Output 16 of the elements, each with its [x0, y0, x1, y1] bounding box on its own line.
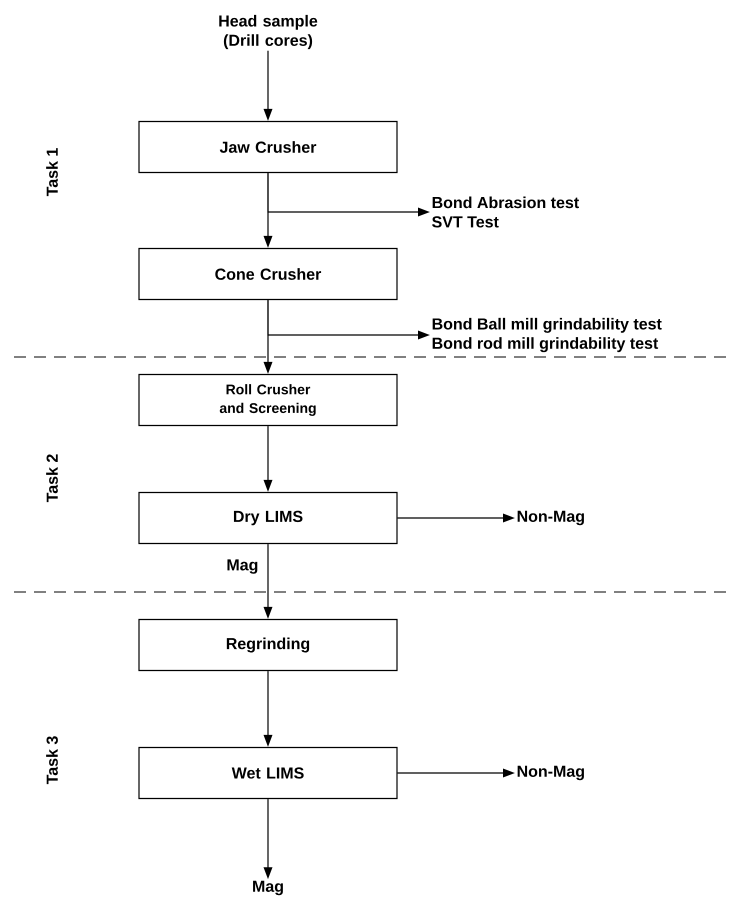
output-label: Bond Abrasion test SVT Test	[432, 196, 579, 228]
process-box: Regrinding	[138, 618, 398, 672]
edge-label: Mag	[225, 558, 260, 576]
stream-label: Head sample (Drill cores)	[219, 14, 318, 50]
process-box: Wet LIMS	[138, 746, 398, 800]
output-label: Non-Mag	[518, 766, 584, 780]
output-label: Non-Mag	[518, 510, 584, 526]
task-label: Task 2	[46, 454, 58, 502]
process-box: Dry LIMS	[138, 492, 398, 544]
output-label: Bond Ball mill grindability test Bond rod mill grindability test	[432, 318, 662, 352]
task-label: Task 1	[46, 148, 58, 196]
process-box: Roll Crusher and Screening	[138, 374, 398, 426]
stream-label: Mag	[253, 880, 283, 896]
task-label: Task 3	[46, 736, 58, 784]
process-box: Cone Crusher	[138, 248, 398, 300]
process-box: Jaw Crusher	[138, 120, 398, 174]
